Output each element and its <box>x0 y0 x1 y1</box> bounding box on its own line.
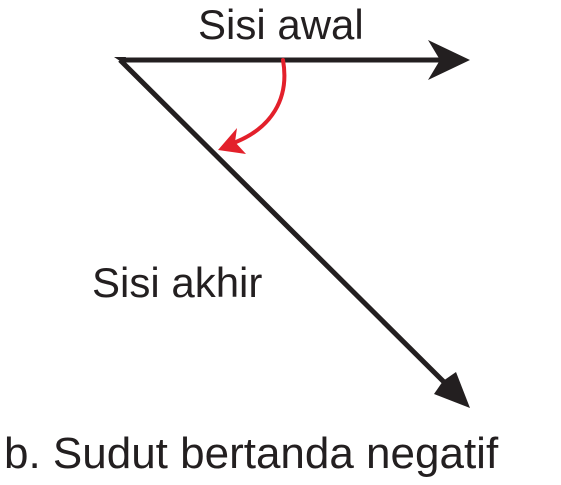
terminal-side-arrowhead <box>434 372 470 408</box>
negative-angle-arrowhead <box>218 128 246 154</box>
figure-caption: b. Sudut bertanda negatif <box>4 429 499 478</box>
terminal-side-label: Sisi akhir <box>92 259 263 306</box>
negative-angle-arc <box>234 58 287 144</box>
terminal-side-ray <box>118 58 452 390</box>
initial-side-arrowhead <box>428 40 470 80</box>
vertex <box>114 57 126 63</box>
initial-side-label: Sisi awal <box>198 1 364 48</box>
